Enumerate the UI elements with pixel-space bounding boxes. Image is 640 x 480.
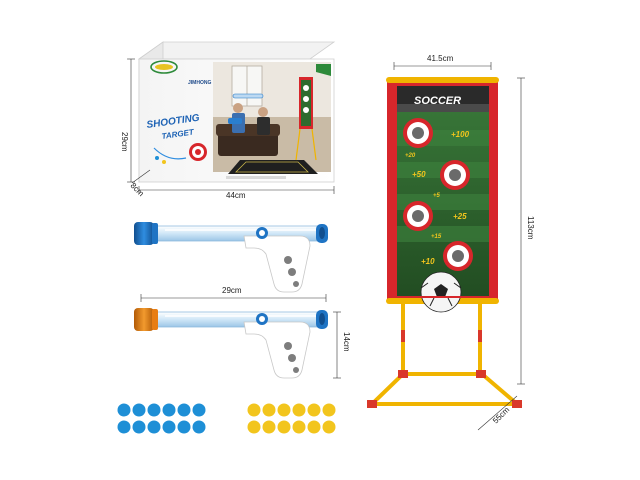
target-ring-middle-right [440, 160, 470, 190]
foam-ball [132, 420, 146, 434]
box-height-label: 29cm [120, 132, 129, 152]
target-ring-middle-left [403, 201, 433, 231]
foam-ball [307, 420, 321, 434]
toy-gun-blue [134, 222, 328, 293]
foam-ball [147, 420, 161, 434]
foam-ball [117, 420, 131, 434]
brand-logo-text: JIMHONG [188, 80, 211, 86]
score-label: +100 [451, 130, 470, 139]
foam-ball [247, 403, 261, 417]
foam-ball [192, 403, 206, 417]
foam-ball [247, 420, 261, 434]
foam-ball [147, 403, 161, 417]
foam-ball [322, 420, 336, 434]
target-stand [367, 298, 523, 408]
foam-ball [292, 403, 306, 417]
foam-ball [277, 420, 291, 434]
foam-ball [262, 403, 276, 417]
gun-dimensions: 29cm 14cm [140, 286, 351, 379]
score-label: +20 [405, 153, 416, 159]
blue-foam-balls [117, 403, 206, 434]
foam-ball [162, 420, 176, 434]
score-label: +50 [412, 170, 426, 179]
target-ring-top [403, 118, 433, 148]
foam-ball [262, 420, 276, 434]
foam-ball [322, 403, 336, 417]
score-label: +25 [453, 212, 467, 221]
target-height-label: 113cm [526, 216, 535, 240]
score-label: +10 [421, 257, 435, 266]
package-box: JIMHONG SHOOTING TARGET [137, 41, 336, 183]
target-score-labels: +100 +50 +25 +20 +15 +10 +5 [405, 130, 470, 266]
target-width-label: 41.5cm [427, 54, 454, 63]
foam-ball [132, 403, 146, 417]
foam-ball [277, 403, 291, 417]
score-label: +15 [431, 234, 442, 240]
box-depth-label: 8cm [129, 181, 146, 198]
score-label: +5 [433, 193, 441, 199]
target-rings [403, 118, 473, 271]
gun-length-label: 29cm [222, 286, 242, 295]
stand-depth-label: 55cm [491, 405, 511, 425]
foam-ball [292, 420, 306, 434]
foam-ball [307, 403, 321, 417]
gun-height-label: 14cm [342, 332, 351, 352]
foam-ball [162, 403, 176, 417]
box-width-label: 44cm [226, 191, 246, 200]
target-banner: SOCCER [386, 77, 499, 313]
foam-ball [177, 403, 191, 417]
target-title: SOCCER [414, 95, 461, 107]
foam-ball [117, 403, 131, 417]
toy-gun-orange [134, 308, 328, 379]
yellow-foam-balls [247, 403, 336, 434]
foam-ball [192, 420, 206, 434]
target-ring-bottom [443, 241, 473, 271]
foam-ball [177, 420, 191, 434]
